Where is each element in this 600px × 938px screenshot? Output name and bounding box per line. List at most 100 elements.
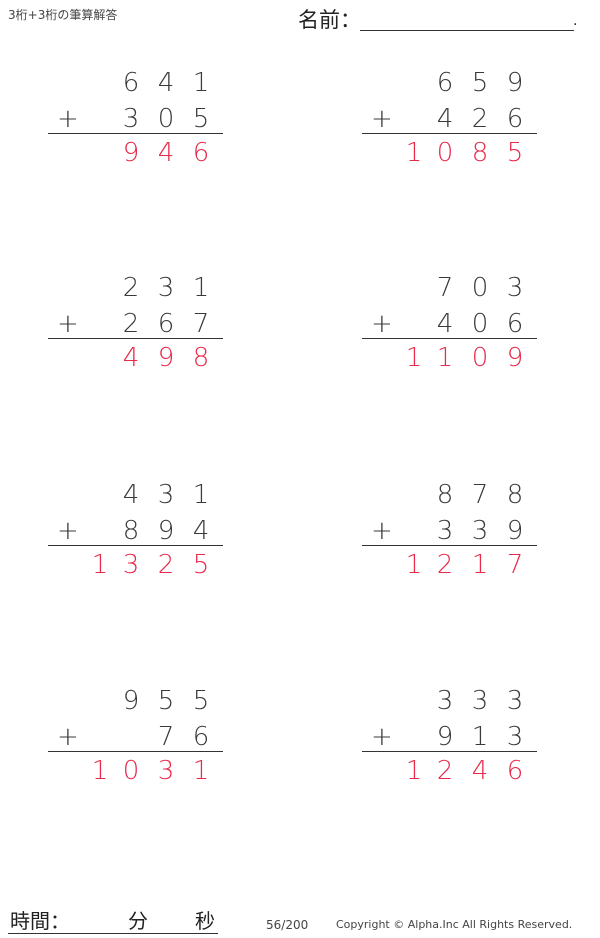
top-digit: 3 bbox=[157, 273, 175, 303]
sum-line bbox=[48, 338, 223, 339]
answer-digit: 2 bbox=[436, 756, 454, 786]
addend-digit: 4 bbox=[436, 104, 454, 134]
addend-digit: 7 bbox=[157, 722, 175, 752]
answer-digit: 8 bbox=[471, 138, 489, 168]
sum-line bbox=[48, 545, 223, 546]
top-digit: 3 bbox=[506, 686, 524, 716]
addend-digit: 1 bbox=[471, 722, 489, 752]
answer-digit: 3 bbox=[122, 550, 140, 580]
top-digit: 3 bbox=[506, 273, 524, 303]
answer-digit: 5 bbox=[192, 550, 210, 580]
name-end-mark: . bbox=[573, 13, 578, 29]
sum-line bbox=[362, 545, 537, 546]
addend-digit: 0 bbox=[471, 309, 489, 339]
plus-sign: + bbox=[57, 104, 79, 134]
sum-line bbox=[48, 751, 223, 752]
seconds-label: 秒 bbox=[195, 909, 215, 933]
addend-digit: 3 bbox=[471, 516, 489, 546]
addend-digit: 3 bbox=[436, 516, 454, 546]
addend-digit: 6 bbox=[157, 309, 175, 339]
answer-digit: 1 bbox=[405, 550, 423, 580]
minutes-label: 分 bbox=[128, 909, 148, 933]
answer-digit: 4 bbox=[157, 138, 175, 168]
top-digit: 7 bbox=[436, 273, 454, 303]
addend-digit: 9 bbox=[436, 722, 454, 752]
time-record: 時間： 分 秒 bbox=[8, 905, 218, 934]
addend-digit: 2 bbox=[122, 309, 140, 339]
answer-digit: 8 bbox=[192, 343, 210, 373]
addend-digit: 4 bbox=[436, 309, 454, 339]
top-digit: 5 bbox=[192, 686, 210, 716]
addend-digit: 9 bbox=[506, 516, 524, 546]
time-label: 時間： bbox=[10, 909, 70, 933]
addend-digit: 8 bbox=[122, 516, 140, 546]
answer-digit: 6 bbox=[506, 756, 524, 786]
top-digit: 0 bbox=[471, 273, 489, 303]
answer-digit: 9 bbox=[157, 343, 175, 373]
answer-digit: 5 bbox=[506, 138, 524, 168]
top-digit: 1 bbox=[192, 480, 210, 510]
answer-digit: 0 bbox=[471, 343, 489, 373]
addend-digit: 6 bbox=[506, 104, 524, 134]
plus-sign: + bbox=[57, 516, 79, 546]
answer-digit: 1 bbox=[405, 138, 423, 168]
name-input-line[interactable] bbox=[360, 30, 574, 31]
top-digit: 6 bbox=[122, 68, 140, 98]
sum-line bbox=[48, 133, 223, 134]
top-digit: 1 bbox=[192, 68, 210, 98]
name-area: 名前： . bbox=[298, 4, 588, 34]
answer-digit: 4 bbox=[471, 756, 489, 786]
addend-digit: 6 bbox=[192, 722, 210, 752]
answer-digit: 1 bbox=[436, 343, 454, 373]
plus-sign: + bbox=[57, 722, 79, 752]
copyright-notice: Copyright © Alpha.Inc All Rights Reserve… bbox=[336, 918, 573, 931]
addend-digit: 7 bbox=[192, 309, 210, 339]
answer-digit: 4 bbox=[122, 343, 140, 373]
plus-sign: + bbox=[371, 309, 393, 339]
top-digit: 3 bbox=[471, 686, 489, 716]
top-digit: 2 bbox=[122, 273, 140, 303]
answer-digit: 3 bbox=[157, 756, 175, 786]
top-digit: 9 bbox=[122, 686, 140, 716]
answer-digit: 6 bbox=[192, 138, 210, 168]
plus-sign: + bbox=[371, 516, 393, 546]
plus-sign: + bbox=[371, 104, 393, 134]
plus-sign: + bbox=[371, 722, 393, 752]
top-digit: 4 bbox=[157, 68, 175, 98]
answer-digit: 1 bbox=[192, 756, 210, 786]
name-label: 名前： bbox=[298, 8, 361, 32]
answer-digit: 0 bbox=[436, 138, 454, 168]
addend-digit: 0 bbox=[157, 104, 175, 134]
sum-line bbox=[362, 133, 537, 134]
addend-digit: 9 bbox=[157, 516, 175, 546]
top-digit: 3 bbox=[157, 480, 175, 510]
top-digit: 1 bbox=[192, 273, 210, 303]
top-digit: 6 bbox=[436, 68, 454, 98]
addend-digit: 5 bbox=[192, 104, 210, 134]
answer-digit: 1 bbox=[405, 343, 423, 373]
top-digit: 3 bbox=[436, 686, 454, 716]
